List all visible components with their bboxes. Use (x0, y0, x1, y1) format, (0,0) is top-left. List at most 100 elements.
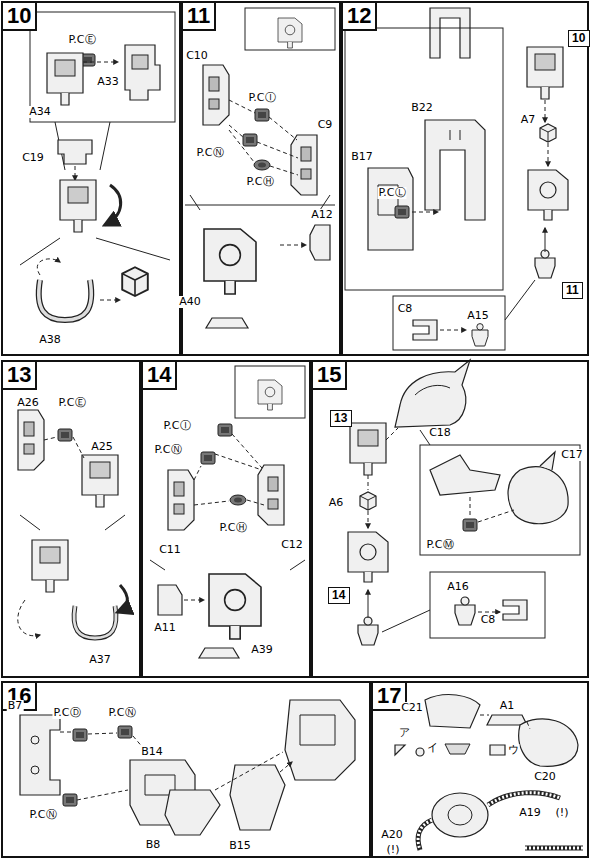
part-label: A26 (16, 397, 40, 409)
step-16-drawing (215, 752, 292, 790)
part-label: A6 (328, 497, 345, 509)
step-15-drawing (430, 572, 545, 638)
part-label: C20 (533, 771, 557, 783)
step-15-drawing (415, 385, 450, 395)
step-12-drawing (540, 124, 556, 142)
step-14-drawing (194, 434, 264, 505)
step-11-drawing (254, 160, 270, 170)
step-15-drawing (540, 452, 555, 470)
step-13-drawing (44, 437, 84, 458)
step-12-drawing (345, 28, 503, 290)
part-label: A16 (446, 581, 470, 593)
step-13-drawing (58, 429, 72, 441)
part-label: P.CⒾ (247, 92, 276, 104)
step-12-drawing (527, 47, 563, 99)
step-10-drawing (125, 45, 160, 100)
step-17-drawing (480, 715, 530, 729)
step-number: 12 (343, 3, 377, 31)
step-15-drawing (395, 360, 470, 427)
step-14-drawing (258, 465, 284, 525)
part-label: B7 (7, 700, 24, 712)
part-label: P.CⓁ (377, 187, 406, 199)
part-label: C19 (21, 152, 45, 164)
step-12-drawing (450, 130, 460, 140)
step-number: 14 (143, 362, 177, 390)
step-14-drawing (150, 560, 305, 570)
part-label: A40 (178, 296, 202, 308)
step-16-drawing (300, 715, 335, 745)
step-reference: 10 (569, 31, 589, 46)
step-12-drawing (505, 280, 535, 320)
part-label: P.CⓃ (195, 147, 224, 159)
step-14-drawing (235, 366, 305, 418)
step-12-drawing (528, 170, 568, 220)
step-10-drawing (75, 166, 76, 180)
step-12-drawing (545, 100, 546, 122)
step-16-drawing (31, 736, 39, 744)
step-12-drawing (545, 228, 546, 252)
step-reference-box: 13 (330, 410, 352, 427)
step-17-drawing (395, 745, 405, 755)
step-17-drawing (416, 748, 424, 756)
step-12-drawing (430, 8, 470, 58)
part-label: A1 (499, 700, 516, 712)
step-11-drawing (310, 225, 330, 260)
step-17-drawing (425, 695, 480, 728)
step-11-drawing (229, 100, 298, 175)
part-label: B22 (410, 102, 434, 114)
step-panel: 12 10 11 (341, 1, 589, 356)
step-15-drawing (382, 610, 430, 632)
part-label: C21 (400, 702, 424, 714)
step-10-drawing (105, 185, 121, 225)
step-reference: 11 (563, 283, 582, 298)
step-10-drawing (122, 267, 148, 296)
step-17-drawing (519, 719, 578, 767)
step-reference: 14 (329, 588, 349, 603)
part-label: C11 (158, 544, 182, 556)
step-12-drawing (535, 250, 555, 278)
part-label: A33 (96, 76, 120, 88)
step-15-drawing (508, 467, 568, 524)
step-11-drawing (185, 195, 335, 210)
step-10-drawing (58, 140, 92, 164)
step-12-drawing (395, 206, 409, 218)
step-17-drawing (448, 805, 472, 825)
step-17-drawing (432, 793, 488, 837)
step-15-drawing (478, 612, 500, 613)
step-15-drawing (503, 600, 527, 620)
step-15-drawing (368, 590, 369, 618)
step-16-drawing (73, 729, 87, 741)
part-label: ウ (507, 744, 520, 756)
step-14-drawing (199, 648, 239, 658)
step-17-drawing (488, 793, 560, 805)
part-label: A11 (153, 622, 177, 634)
step-17-drawing (487, 715, 527, 725)
step-14-drawing (158, 585, 182, 615)
step-10-drawing (20, 12, 175, 320)
part-label: P.CⒽ (245, 176, 274, 188)
step-17-drawing (395, 695, 583, 850)
step-12-drawing (472, 324, 488, 346)
step-15-drawing (420, 445, 580, 555)
step-10-drawing (132, 55, 148, 69)
step-11-drawing (255, 109, 269, 121)
step-17-drawing (488, 793, 560, 805)
step-17-drawing (418, 820, 432, 850)
step-11-drawing (185, 8, 335, 328)
step-12-drawing (548, 143, 549, 166)
step-12-drawing (412, 212, 438, 213)
step-number: 15 (313, 362, 347, 390)
part-label: A12 (310, 209, 334, 221)
part-label: A39 (250, 644, 274, 656)
part-label: C18 (428, 427, 452, 439)
step-11-drawing (203, 65, 229, 125)
step-16-drawing (118, 726, 132, 738)
step-16-drawing (285, 700, 355, 780)
step-13-drawing (18, 410, 128, 638)
step-17-drawing (525, 846, 583, 851)
part-label: P.CⓂ (425, 539, 454, 551)
part-label: C17 (560, 449, 584, 461)
part-label: イ (426, 742, 439, 754)
step-11-drawing (291, 135, 317, 195)
step-10-drawing (60, 180, 96, 232)
